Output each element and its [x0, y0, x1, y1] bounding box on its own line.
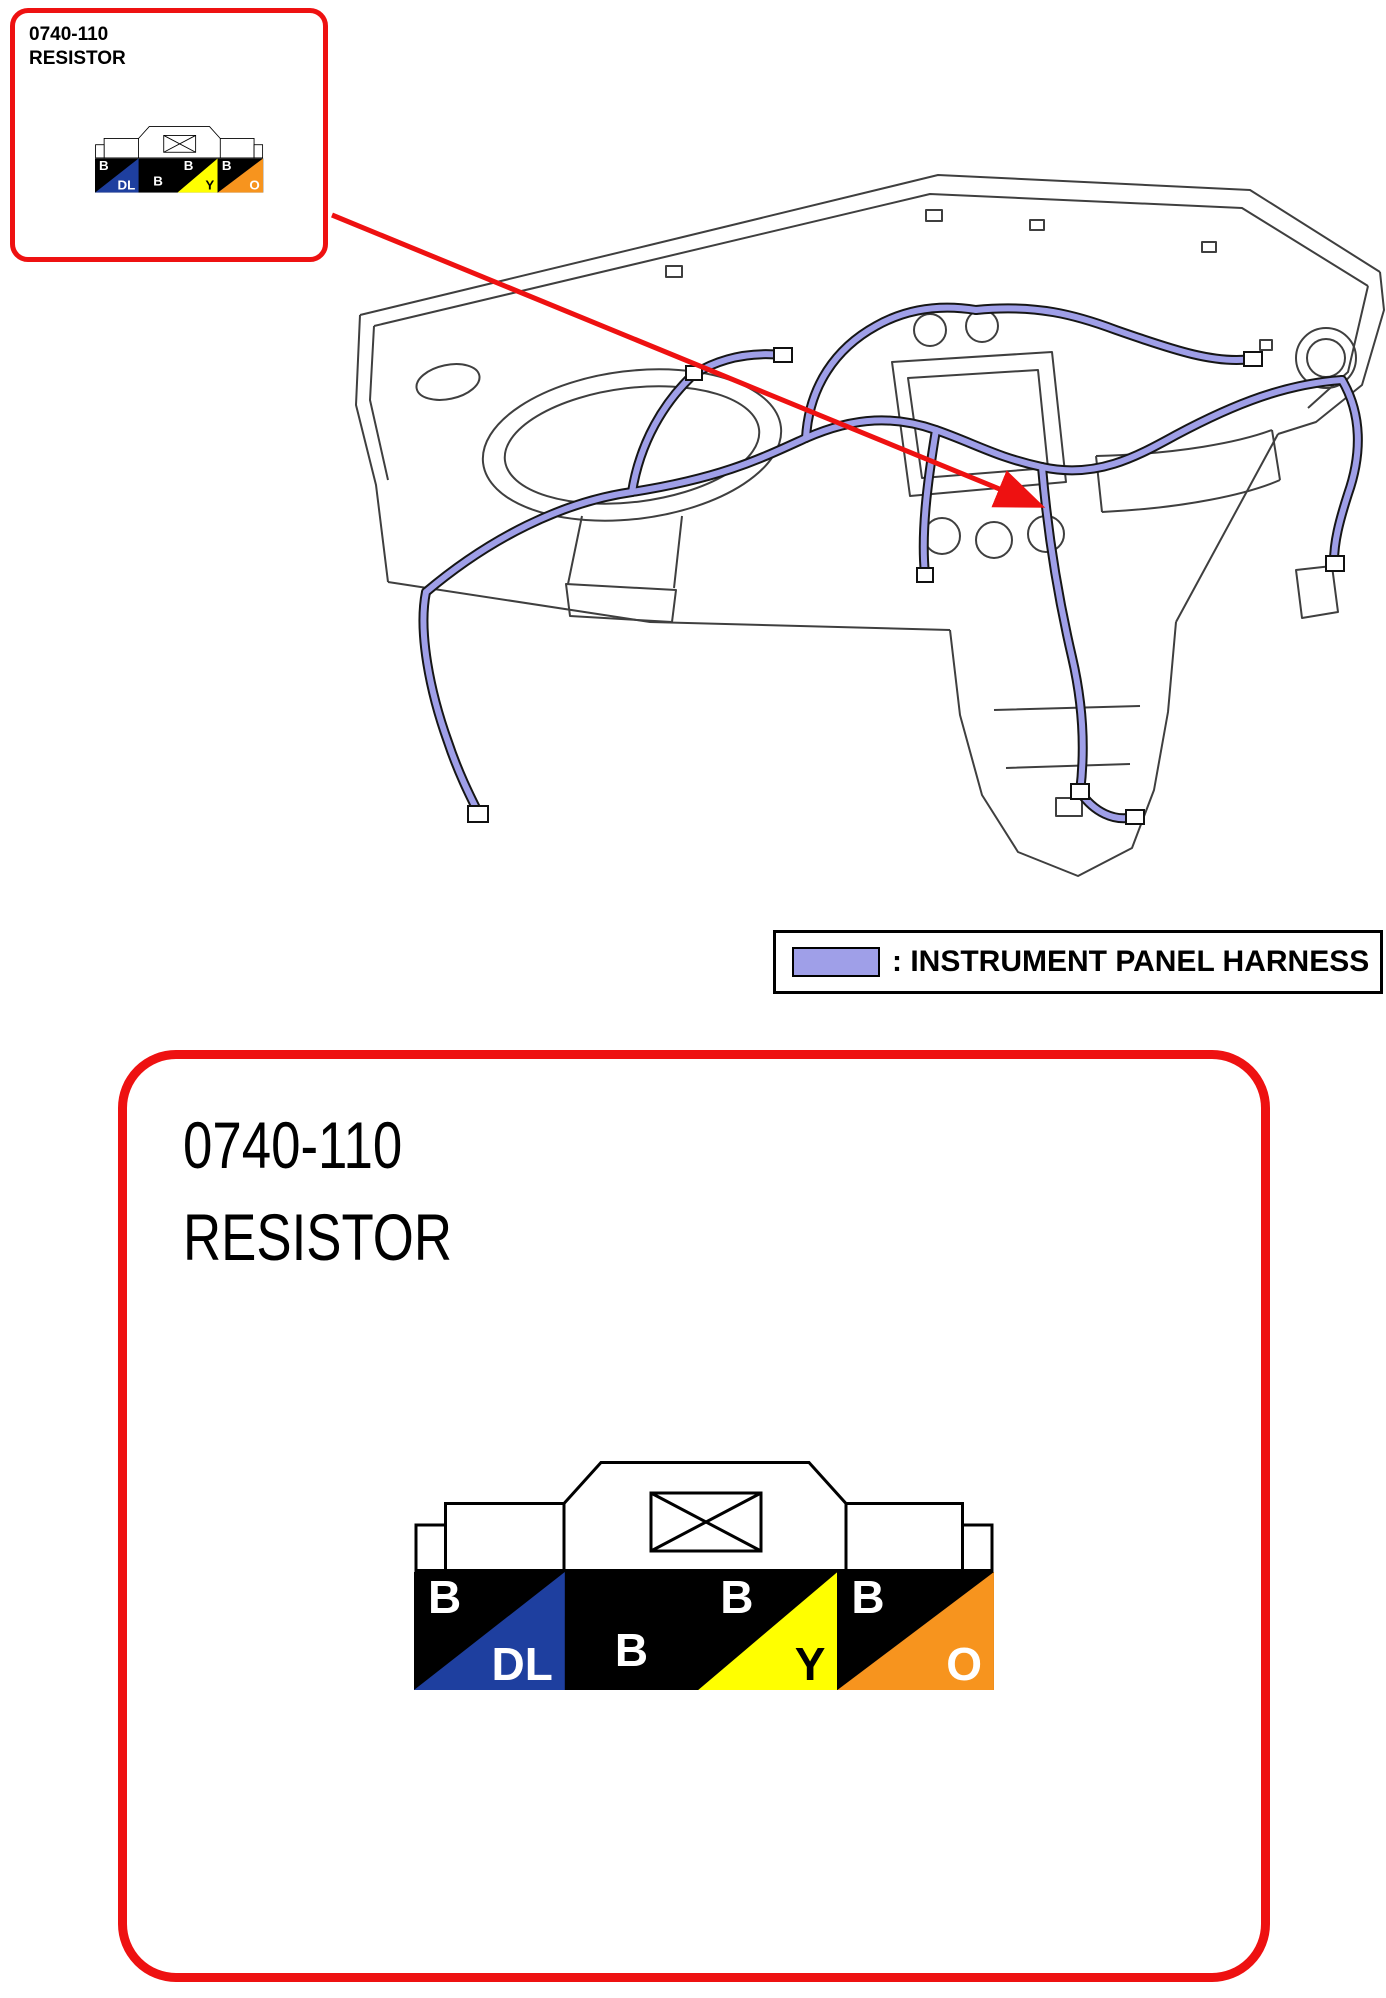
wire-primary-label: B	[720, 1572, 754, 1623]
harness-legend-label: : INSTRUMENT PANEL HARNESS	[892, 945, 1370, 978]
wire-primary-label: B	[183, 158, 194, 174]
connector-diagram-small: B DL B B Y B O	[95, 125, 264, 193]
instrument-panel-illustration	[355, 174, 1385, 877]
harness-color-swatch	[792, 947, 880, 977]
detail-component-name: RESISTOR	[183, 1200, 452, 1274]
connector-cell: B O	[217, 158, 264, 193]
wire-secondary-label: DL	[491, 1638, 553, 1690]
wire-primary-label: B	[428, 1572, 462, 1623]
wire-primary-label: B	[221, 158, 232, 174]
wire-secondary-label: Y	[205, 177, 215, 193]
harness-legend: : INSTRUMENT PANEL HARNESS	[773, 930, 1383, 994]
wire-secondary-label: O	[946, 1638, 982, 1690]
connector-cell: B O	[837, 1572, 994, 1690]
wire-primary-label: B	[614, 1624, 649, 1677]
wire-secondary-label: Y	[794, 1638, 826, 1690]
connector-thumbnail: B DL B B Y B O	[95, 125, 265, 195]
wire-primary-label: B	[99, 158, 109, 174]
component-id-block: 0740-110 RESISTOR	[29, 23, 126, 71]
component-detail-callout: 0740-110 RESISTOR	[118, 1050, 1270, 1982]
connector-housing-outline	[95, 126, 264, 159]
connector-pin-row: B DL B B Y B O	[414, 1572, 994, 1690]
connector-housing-outline	[414, 1461, 994, 1572]
connector-cell: B Y	[177, 158, 218, 193]
component-code: 0740-110	[29, 24, 109, 45]
wire-secondary-label: O	[249, 177, 260, 193]
dashboard-outline	[355, 174, 1385, 877]
component-location-callout: 0740-110 RESISTOR	[10, 8, 328, 262]
connector-cell: B DL	[414, 1572, 565, 1690]
wire-primary-label: B	[153, 173, 163, 189]
connector-pin-row: B DL B B Y B O	[95, 158, 264, 193]
connector-cell: B Y	[698, 1572, 838, 1690]
connector-cell: B	[565, 1572, 698, 1690]
wire-primary-label: B	[851, 1572, 885, 1623]
connector-diagram-large: B DL B B Y B O	[414, 1457, 994, 1690]
connector-cell: B	[139, 158, 178, 192]
wire-secondary-label: DL	[117, 177, 136, 193]
detail-title-block: 0740-110 RESISTOR	[183, 1099, 519, 1283]
detail-component-code: 0740-110	[183, 1108, 403, 1182]
component-name: RESISTOR	[29, 47, 126, 69]
connector-cell: B DL	[95, 158, 139, 193]
connector-diagram: B DL B B Y B O	[414, 1457, 994, 1690]
